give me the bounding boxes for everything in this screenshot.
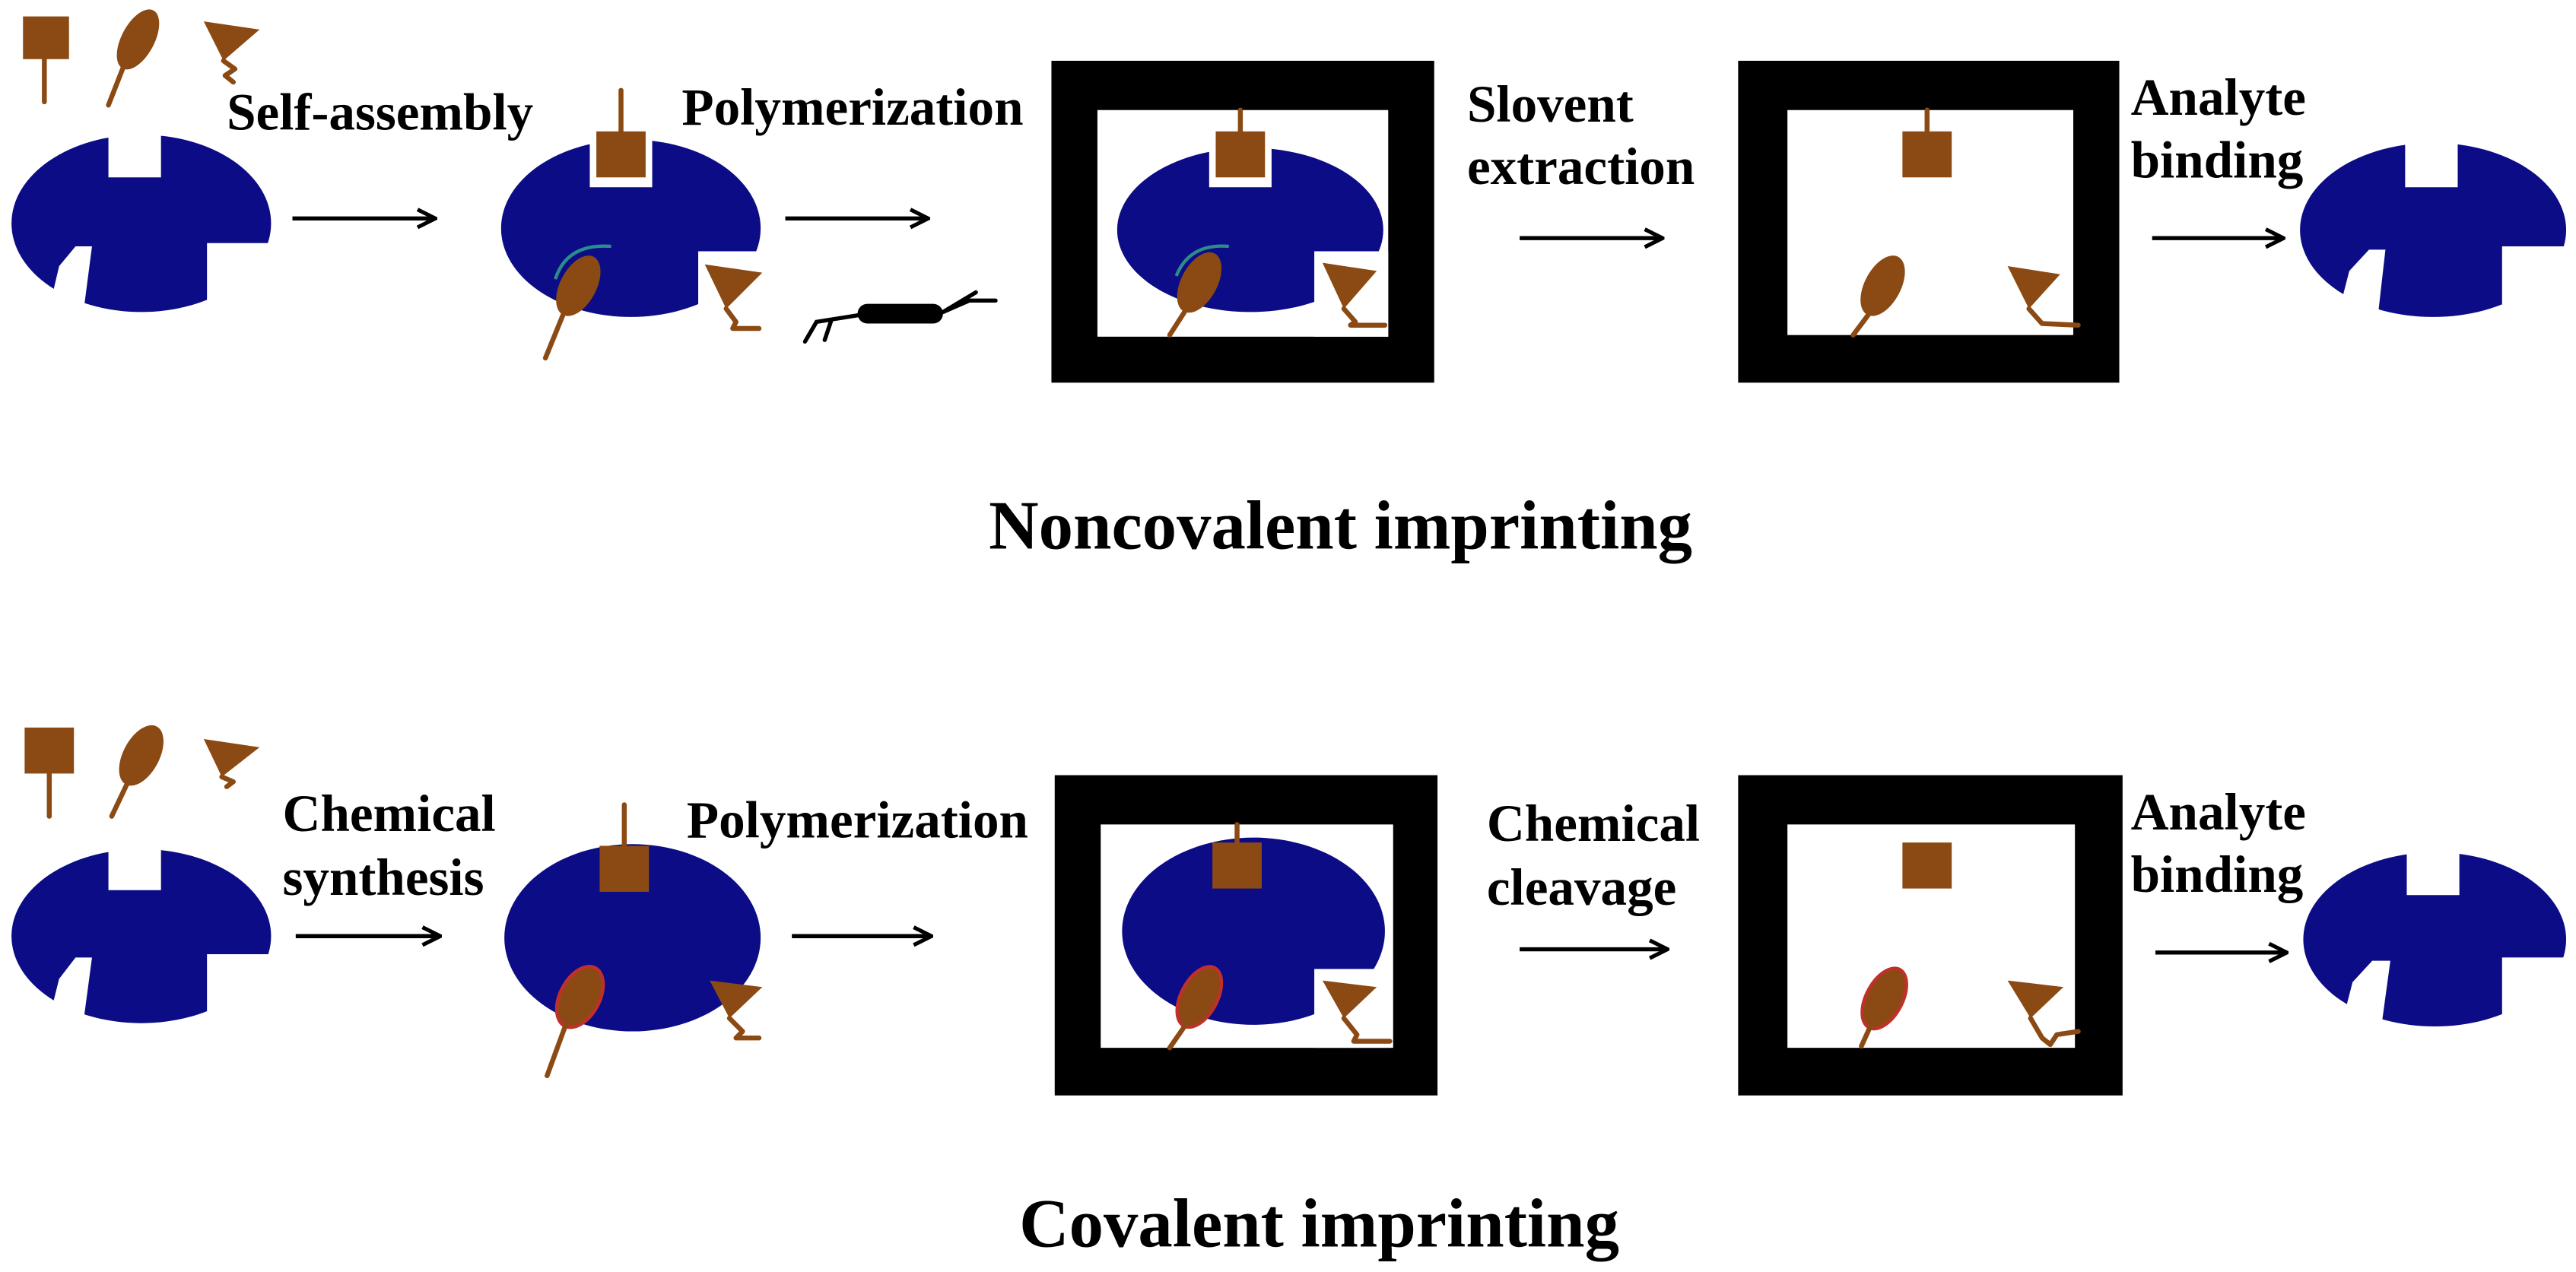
noncovalent-row: Self-assembly Polymerization [11, 9, 2576, 563]
imprinted-polymer-matrix [1051, 60, 1434, 383]
binding-site-shape [2300, 138, 2576, 322]
crosslinker [802, 290, 998, 344]
oval-template [1859, 966, 1908, 1049]
triangle-template [203, 21, 260, 85]
oval-template [1167, 965, 1224, 1051]
covalent-row: Chemical synthesis Polymerization [11, 725, 2576, 1262]
step-label-synthesis-line2: synthesis [283, 848, 484, 906]
step-label-extraction-line2: extraction [1467, 137, 1695, 195]
step-label-cleavage-line2: cleavage [1487, 858, 1676, 916]
step-label-binding-line2: binding [2131, 130, 2304, 189]
triangle-template [1322, 262, 1388, 328]
triangle-template [203, 739, 260, 789]
imprinted-cavity-matrix [1738, 775, 2123, 1096]
section-title-covalent: Covalent imprinting [1019, 1185, 1619, 1262]
free-templates [23, 9, 260, 108]
oval-template [542, 255, 601, 361]
imprinted-cavity-matrix [1738, 60, 2120, 383]
square-template [1212, 842, 1262, 889]
square-template [24, 727, 75, 819]
square-template [1215, 131, 1266, 178]
square-template [596, 131, 646, 178]
imprinted-polymer-matrix [1054, 775, 1438, 1096]
triangle-template [1322, 980, 1393, 1044]
step-label-cleavage-line1: Chemical [1487, 794, 1700, 852]
square-template [1902, 842, 1952, 889]
oval-template [1167, 252, 1222, 338]
oval-template [106, 9, 160, 108]
square-template [23, 16, 69, 105]
step-label-polymerization: Polymerization [687, 791, 1028, 849]
triangle-template [2007, 980, 2081, 1048]
step-label-synthesis-line1: Chemical [283, 784, 496, 842]
functional-monomers [11, 844, 281, 1032]
oval-template [1850, 255, 1905, 338]
free-templates [24, 725, 260, 819]
step-label-binding-line1: Analyte [2131, 782, 2306, 841]
oval-template [545, 964, 605, 1079]
functional-monomers [11, 128, 281, 322]
noncovalent-interaction [554, 244, 611, 280]
step-label-polymerization: Polymerization [681, 78, 1023, 136]
triangle-template [704, 264, 763, 331]
template-monomer-conjugate [504, 802, 763, 1079]
step-label-binding-line1: Analyte [2131, 68, 2306, 126]
step-label-binding-line2: binding [2131, 845, 2304, 903]
binding-site-shape [2303, 849, 2576, 1033]
step-label-extraction-line1: Slovent [1467, 75, 1634, 133]
square-template [599, 845, 650, 892]
noncovalent-interaction [1174, 244, 1229, 277]
triangle-template [2007, 265, 2081, 328]
oval-template [109, 725, 164, 819]
step-label-self-assembly: Self-assembly [227, 83, 533, 141]
section-title-noncovalent: Noncovalent imprinting [989, 487, 1692, 563]
square-template [1902, 131, 1952, 178]
template-monomer-complex [500, 87, 773, 361]
triangle-template [710, 980, 763, 1041]
